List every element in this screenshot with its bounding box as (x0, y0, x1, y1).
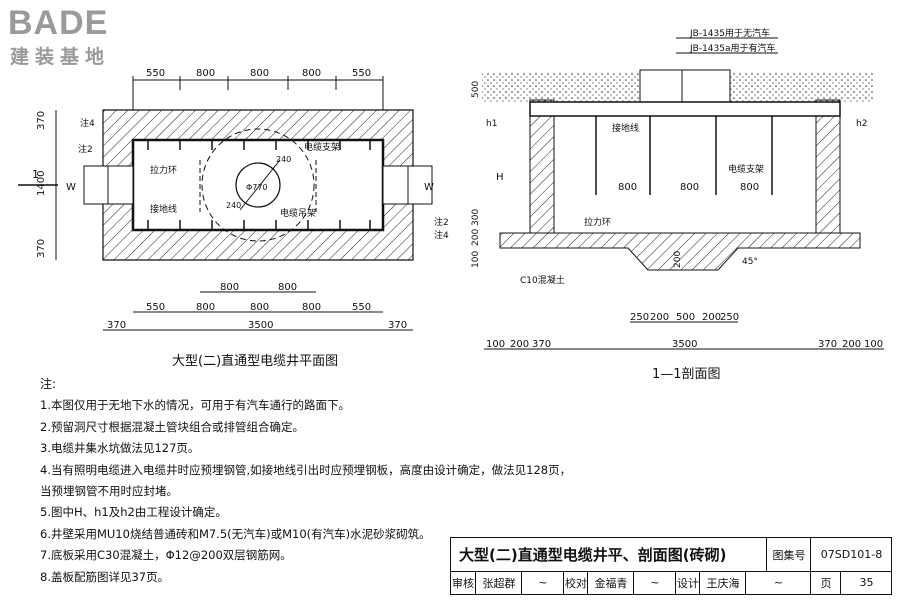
section-sump-1: 200 (650, 312, 669, 323)
atlas-number: 07SD101-8 (810, 538, 892, 571)
note-item: 1.本图仅用于无地下水的情况，可用于有汽车通行的路面下。 (40, 398, 350, 413)
section-dim-left-3: 100 (471, 251, 481, 268)
checker-signature: ~ (633, 571, 676, 594)
plan-dim-inner-1: 800 (278, 282, 297, 293)
logo-tagline: 建装基地 (10, 46, 111, 68)
section-pull-ring: 拉力环 (584, 216, 611, 228)
section-dim-bottom-4: 370 (818, 339, 837, 350)
plan-view: 注4 注2 拉力环 接地线 电缆支架 电缆吊架 注2 注4 W W Φ770 2… (18, 68, 449, 331)
note-item: 8.盖板配筋图详见37页。 (40, 569, 170, 584)
plan-note2-right: 注2 (434, 216, 449, 228)
designer-name: 王庆海 (699, 571, 746, 594)
section-sump-2: 500 (676, 312, 695, 323)
checker-name: 金福青 (587, 571, 634, 594)
section-sump-4: 250 (720, 312, 739, 323)
plan-note2-left: 注2 (78, 143, 93, 155)
section-dim-bottom-3: 3500 (672, 339, 697, 350)
plan-dim-mid-4: 550 (352, 302, 371, 313)
plan-dim-mid-2: 800 (250, 302, 269, 313)
section-dim-inner-1: 800 (680, 182, 699, 193)
title-block-title: 大型(二)直通型电缆井平、剖面图(砖砌) (459, 546, 727, 564)
plan-dim-top-4: 550 (352, 68, 371, 79)
section-h: H (496, 172, 504, 183)
plan-note4-right: 注4 (434, 229, 449, 241)
plan-w-left: W (66, 182, 76, 193)
section-dim-left-0: 500 (471, 81, 481, 98)
section-h1: h1 (486, 119, 497, 129)
plan-dim-left-2: 370 (36, 239, 47, 258)
section-jb1: JB-1435用于无汽车 (689, 27, 770, 39)
plan-dim-top-3: 800 (302, 68, 321, 79)
section-view: JB-1435用于无汽车 JB-1435a用于有汽车 接地线 电缆支架 拉力环 … (471, 27, 884, 350)
review-label: 审核 (452, 576, 474, 590)
note-item: 7.底板采用C30混凝土，Φ12@200双层钢筋网。 (40, 548, 292, 563)
section-dim-inner-0: 800 (618, 182, 637, 193)
section-dim-left-2: 200 (471, 229, 481, 246)
title-block: 大型(二)直通型电缆井平、剖面图(砖砌) 图集号 07SD101-8 审核 张超… (450, 537, 892, 595)
plan-dia-770: Φ770 (246, 183, 268, 192)
plan-dim-left-1: 1400 (36, 171, 47, 196)
section-cable-bracket: 电缆支架 (728, 163, 764, 175)
atlas-label: 图集号 (766, 538, 811, 571)
note-item: 5.图中H、h1及h2由工程设计确定。 (40, 505, 227, 520)
section-sump-depth: 200 (673, 251, 683, 268)
plan-dim-top-1: 800 (196, 68, 215, 79)
plan-dim-total-0: 370 (107, 320, 126, 331)
section-dim-bottom-0: 100 (486, 339, 505, 350)
note-item: 4.当有照明电缆进入电缆井时应预埋钢管,如接地线引出时应预埋钢板，高度由设计确定… (40, 462, 572, 477)
bade-logo: BADE 建装基地 (8, 4, 138, 68)
design-label: 设计 (675, 571, 700, 594)
notes: 注: 1.本图仅用于无地下水的情况，可用于有汽车通行的路面下。 2.预留洞尺寸根… (40, 374, 572, 588)
plan-section-mark: 1 (32, 168, 39, 181)
section-ground-wire: 接地线 (612, 122, 639, 134)
plan-dim-total-1: 3500 (248, 320, 273, 331)
plan-w-right: W (424, 182, 434, 193)
plan-r240a: 240 (226, 201, 241, 210)
section-angle: 45° (742, 257, 758, 267)
section-dim-bottom-6: 100 (864, 339, 883, 350)
section-sump-3: 200 (702, 312, 721, 323)
logo-brand: BADE (8, 4, 109, 42)
plan-dim-total-2: 370 (388, 320, 407, 331)
notes-title: 注: (40, 377, 57, 391)
plan-caption: 大型(二)直通型电缆井平面图 (172, 354, 339, 369)
page-label: 页 (810, 571, 841, 594)
note-item: 2.预留洞尺寸根据混凝土管块组合或排管组合确定。 (40, 419, 304, 434)
plan-dim-top-0: 550 (146, 68, 165, 79)
plan-cable-bracket: 电缆支架 (304, 141, 340, 153)
reviewer-name: 张超群 (475, 571, 522, 594)
designer-signature: ~ (745, 571, 811, 594)
plan-pull-ring: 拉力环 (150, 164, 177, 176)
reviewer-signature: ~ (521, 571, 564, 594)
section-dim-left-1: 300 (471, 209, 481, 226)
section-dim-bottom-1: 200 (510, 339, 529, 350)
plan-ground-wire: 接地线 (150, 203, 177, 215)
section-dim-inner-2: 800 (740, 182, 759, 193)
section-c10: C10混凝土 (520, 274, 565, 286)
plan-note4-top: 注4 (80, 117, 95, 129)
page-number: 35 (840, 571, 892, 594)
check-label: 校对 (563, 571, 588, 594)
section-caption: 1—1剖面图 (652, 367, 721, 382)
plan-dim-mid-0: 550 (146, 302, 165, 313)
plan-dim-top-2: 800 (250, 68, 269, 79)
note-item: 当预埋钢管不用时应封堵。 (40, 484, 178, 499)
section-jb2: JB-1435a用于有汽车 (689, 42, 776, 54)
plan-cable-hanger: 电缆吊架 (280, 207, 316, 219)
note-item: 3.电缆井集水坑做法见127页。 (40, 441, 200, 456)
section-dim-bottom-2: 370 (532, 339, 551, 350)
plan-dim-mid-3: 800 (302, 302, 321, 313)
plan-dim-inner-0: 800 (220, 282, 239, 293)
plan-dim-left-0: 370 (36, 111, 47, 130)
section-h2: h2 (856, 119, 867, 129)
plan-dim-mid-1: 800 (196, 302, 215, 313)
section-sump-0: 250 (630, 312, 649, 323)
note-item: 6.井壁采用MU10烧结普通砖和M7.5(无汽车)或M10(有汽车)水泥砂浆砌筑… (40, 526, 431, 541)
plan-r240b: 240 (276, 155, 291, 164)
section-dim-bottom-5: 200 (842, 339, 861, 350)
